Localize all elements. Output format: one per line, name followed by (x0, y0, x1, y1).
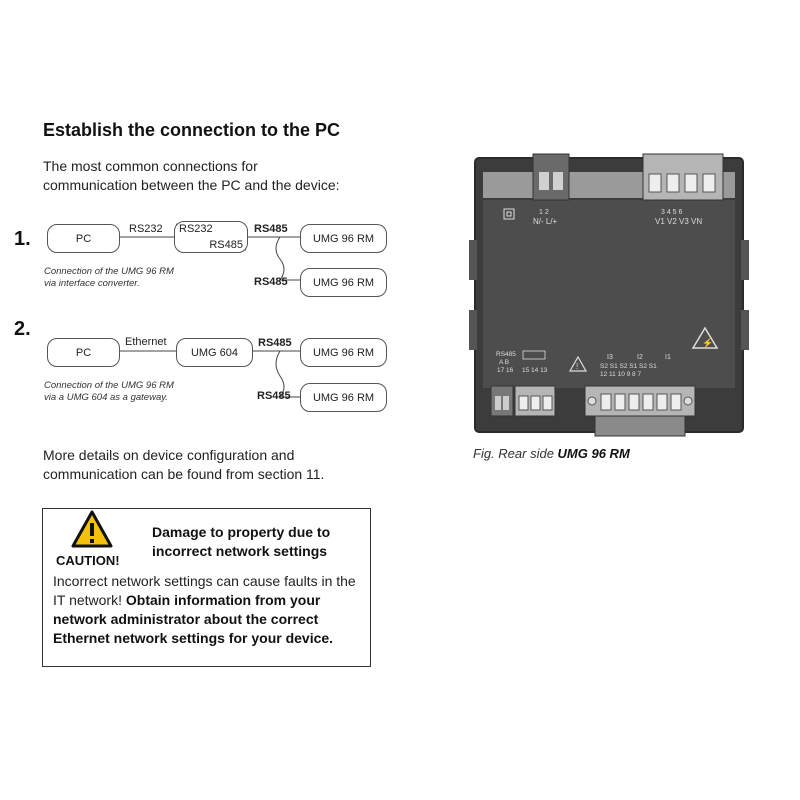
caution-title: Damage to property due to incorrect netw… (152, 523, 330, 561)
interface-converter-box: RS232 RS485 (174, 221, 248, 253)
page-title: Establish the connection to the PC (43, 120, 341, 140)
i2-label: I2 (637, 354, 643, 361)
clip-left-top (469, 240, 477, 280)
current-s-row: S2 S1 S2 S1 S2 S1 (600, 363, 657, 370)
ab-label: A B (499, 359, 509, 366)
caption-line-1: Connection of the UMG 96 RM (44, 380, 174, 391)
figure-caption-prefix: Fig. Rear side (473, 446, 554, 461)
caution-title-line-1: Damage to property due to (152, 524, 331, 540)
umg604-box: UMG 604 (176, 338, 253, 367)
aux-screw-2 (553, 172, 563, 190)
ethernet-label: Ethernet (125, 336, 167, 348)
intro-line-2: communication between the PC and the dev… (43, 177, 340, 193)
terminal-17-16: 17 16 (497, 367, 514, 374)
umg96-box-top: UMG 96 RM (300, 224, 387, 253)
rs485-device-label: RS485 (496, 351, 516, 358)
clip-right-bottom (741, 310, 749, 350)
rs485-label-top: RS485 (254, 223, 288, 235)
diagram-1-caption: Connection of the UMG 96 RM via interfac… (44, 266, 174, 290)
caption-line-2: via interface converter. (44, 278, 140, 289)
step-number-1: 1. (14, 228, 31, 250)
v-screw-1 (648, 173, 662, 193)
current-number-row: 12 11 10 9 8 7 (600, 371, 641, 378)
svg-text:⚡: ⚡ (702, 337, 713, 349)
v-screw-3 (684, 173, 698, 193)
diagram-2-caption: Connection of the UMG 96 RM via a UMG 60… (44, 380, 174, 404)
caution-text: Incorrect network settings can cause fau… (53, 573, 356, 608)
current-terminal-base (594, 415, 686, 437)
rs485-label-bottom: RS485 (257, 390, 291, 402)
clip-right-top (741, 240, 749, 280)
caption-line-2: via a UMG 604 as a gateway. (44, 392, 168, 403)
bus-line-branch (275, 350, 300, 398)
rs485-terminal (490, 385, 514, 417)
pc-box-1: PC (47, 224, 120, 253)
converter-rs485-label: RS485 (209, 239, 243, 251)
aux-screw-1 (539, 172, 549, 190)
voltage-terminal-label: V1 V2 V3 VN (655, 217, 702, 226)
caution-bold-text: Obtain information from your network adm… (53, 592, 334, 646)
pc-box-2: PC (47, 338, 120, 367)
i1-label: I1 (665, 354, 671, 361)
caution-label: CAUTION! (56, 553, 120, 568)
device-face (483, 200, 735, 388)
terminal-15-13: 15 14 13 (522, 367, 548, 374)
step-number-2: 2. (14, 318, 31, 340)
warning-triangle-icon (71, 510, 113, 548)
details-line-2: communication can be found from section … (43, 466, 325, 482)
device-warning-icon (691, 326, 719, 349)
clip-left-bottom (469, 310, 477, 350)
aux-terminal-label: N/- L/+ (533, 217, 558, 226)
aux-supply-terminal (532, 153, 570, 201)
umg96-box-top: UMG 96 RM (300, 338, 387, 367)
caution-box: CAUTION! Damage to property due to incor… (42, 508, 371, 667)
caution-body: Incorrect network settings can cause fau… (53, 572, 368, 648)
aux-terminal-numbers: 1 2 (539, 209, 549, 216)
umg96-box-bottom: UMG 96 RM (300, 268, 387, 297)
svg-text:!: ! (576, 362, 578, 371)
figure-caption: Fig. Rear side UMG 96 RM (473, 446, 630, 461)
relay-output-icon (522, 350, 546, 360)
figure-caption-device: UMG 96 RM (557, 446, 630, 461)
v-screw-2 (666, 173, 680, 193)
rs485-label-bottom: RS485 (254, 276, 288, 288)
v-screw-4 (702, 173, 716, 193)
diagram-2-lines (118, 350, 300, 398)
device-caution-icon (568, 355, 588, 372)
i3-label: I3 (607, 354, 613, 361)
intro-line-1: The most common connections for (43, 158, 258, 174)
voltage-terminal-numbers: 3 4 5 6 (661, 209, 683, 216)
rs232-label: RS232 (129, 223, 163, 235)
device-rear-illustration: 1 2 N/- L/+ 3 4 5 6 V1 V2 V3 VN ⚡ ! RS48… (469, 153, 749, 437)
protection-class-icon (503, 208, 515, 220)
caution-title-line-2: incorrect network settings (152, 543, 328, 559)
details-text: More details on device configuration and… (43, 446, 324, 484)
rs485-label-top: RS485 (258, 337, 292, 349)
converter-rs232-label: RS232 (179, 223, 213, 235)
umg96-box-bottom: UMG 96 RM (300, 383, 387, 412)
caption-line-1: Connection of the UMG 96 RM (44, 266, 174, 277)
details-line-1: More details on device configuration and (43, 447, 295, 463)
bus-line-branch (275, 236, 300, 281)
intro-text: The most common connections for communic… (43, 157, 340, 195)
